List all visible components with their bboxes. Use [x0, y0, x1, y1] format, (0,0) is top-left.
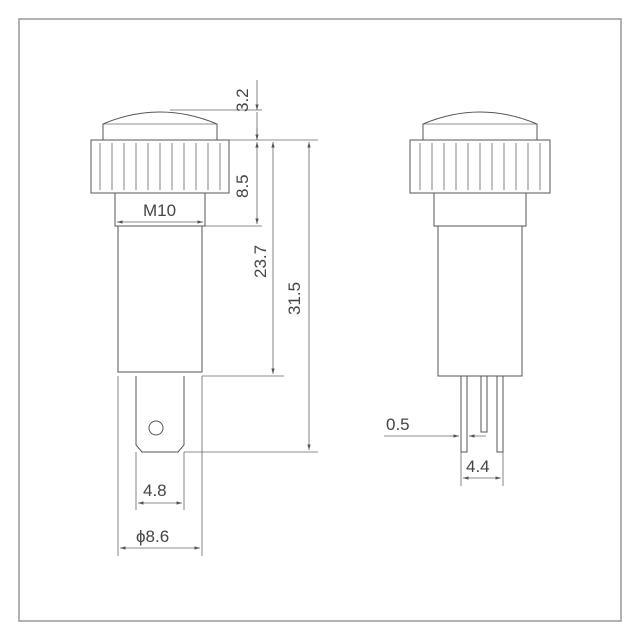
left-dimensions: 3.2 8.5 23.7 31.5 M10 4.8 ϕ8.6	[117, 80, 318, 556]
dim-terminal-width: 4.8	[143, 481, 167, 500]
left-view	[90, 111, 230, 453]
right-view	[409, 111, 551, 453]
left-body	[117, 225, 203, 373]
right-pin-left	[460, 375, 468, 453]
right-knurl-lines	[419, 143, 541, 190]
dim-thread: M10	[143, 201, 176, 220]
terminal-hole	[148, 420, 164, 436]
right-pin-right	[496, 375, 504, 453]
right-pin-middle	[480, 375, 488, 433]
dim-pin-thickness: 0.5	[386, 415, 410, 434]
dim-nut-height: 8.5	[233, 174, 252, 198]
left-knurl-lines	[99, 143, 221, 190]
right-body	[437, 225, 523, 377]
left-terminal	[135, 376, 185, 453]
drawing-frame	[18, 18, 622, 622]
dim-total-length: 31.5	[285, 282, 304, 315]
dim-cap-height: 3.2	[233, 88, 252, 112]
right-cap	[422, 111, 538, 140]
dim-pin-spacing: 4.4	[466, 457, 490, 476]
left-cap	[102, 111, 218, 140]
dim-body-diameter: ϕ8.6	[136, 527, 169, 546]
right-dimensions: 0.5 4.4	[384, 415, 504, 486]
right-thread-neck	[433, 192, 527, 227]
dim-body-length: 23.7	[251, 245, 270, 278]
